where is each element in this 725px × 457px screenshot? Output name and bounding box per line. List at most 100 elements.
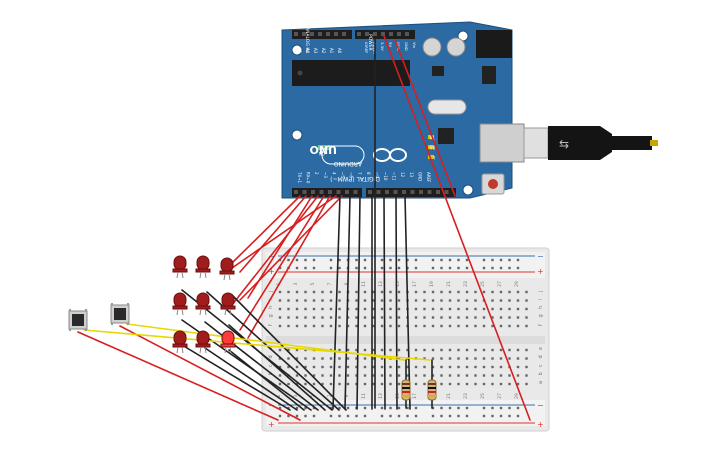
hole bbox=[295, 258, 299, 262]
hole bbox=[287, 316, 290, 319]
hole bbox=[516, 348, 520, 352]
hole bbox=[312, 324, 316, 328]
digital-pin-label: ~6 bbox=[349, 172, 354, 178]
hole bbox=[499, 365, 503, 369]
hole bbox=[312, 316, 316, 319]
hole bbox=[482, 290, 486, 294]
hole bbox=[389, 374, 392, 377]
pin bbox=[402, 190, 406, 194]
pushbutton-cap bbox=[114, 308, 126, 320]
hole bbox=[491, 324, 494, 328]
hole bbox=[423, 374, 426, 377]
hole bbox=[516, 258, 520, 262]
hole bbox=[389, 290, 392, 294]
hole bbox=[516, 307, 520, 311]
usb-icon: ⇆ bbox=[559, 137, 569, 151]
hole bbox=[295, 406, 299, 410]
hole bbox=[363, 382, 367, 386]
hole bbox=[499, 307, 503, 311]
hole bbox=[287, 324, 290, 328]
column-number: 19 bbox=[429, 281, 435, 287]
row-letter: g bbox=[268, 314, 274, 317]
pin bbox=[326, 32, 330, 36]
hole bbox=[457, 382, 460, 386]
hole bbox=[440, 374, 443, 377]
hole bbox=[346, 382, 350, 386]
hole bbox=[295, 307, 299, 311]
analog-pin-label: A1 bbox=[329, 48, 334, 54]
usb-cable bbox=[548, 126, 612, 160]
hole bbox=[380, 299, 384, 302]
analog-pin-label: A3 bbox=[313, 48, 318, 54]
hole bbox=[491, 406, 494, 410]
hole bbox=[287, 299, 290, 302]
hole bbox=[355, 299, 358, 302]
column-number: 25 bbox=[480, 281, 486, 287]
hole bbox=[482, 316, 486, 319]
arduino-uno-board[interactable]: ⇆ ARDUINO UNO DIGITAL (PWM~) ON L TX RX … bbox=[281, 21, 658, 199]
hole bbox=[346, 374, 350, 377]
hole bbox=[380, 316, 384, 319]
power-pin-label: Vin bbox=[412, 42, 417, 49]
hole bbox=[287, 258, 290, 262]
hole bbox=[338, 299, 341, 302]
hole bbox=[499, 348, 503, 352]
hole bbox=[278, 365, 282, 369]
hole bbox=[304, 316, 307, 319]
led-rim bbox=[172, 343, 188, 348]
hole bbox=[389, 348, 392, 352]
hole bbox=[508, 316, 511, 319]
hole bbox=[321, 307, 324, 311]
pin bbox=[381, 32, 385, 36]
hole bbox=[499, 374, 503, 377]
hole bbox=[414, 316, 418, 319]
analog-pin-label: A2 bbox=[321, 48, 326, 54]
hole bbox=[355, 290, 358, 294]
rail-minus-top-left: − bbox=[268, 252, 275, 261]
hole bbox=[397, 348, 401, 352]
hole bbox=[406, 258, 409, 262]
hole bbox=[321, 324, 324, 328]
hole bbox=[355, 266, 358, 270]
led-leg bbox=[229, 346, 232, 354]
hole bbox=[389, 414, 392, 418]
hole bbox=[431, 348, 435, 352]
hole bbox=[380, 258, 384, 262]
push-buttons bbox=[68, 303, 130, 331]
hole bbox=[457, 290, 460, 294]
wire-red bbox=[239, 195, 307, 273]
column-number: 21 bbox=[446, 281, 452, 287]
hole bbox=[508, 266, 511, 270]
hole bbox=[372, 382, 375, 386]
hole bbox=[465, 382, 469, 386]
hole bbox=[389, 316, 392, 319]
hole bbox=[508, 406, 511, 410]
hole bbox=[346, 414, 350, 418]
hole bbox=[414, 290, 418, 294]
wire-red bbox=[231, 195, 319, 306]
pin bbox=[353, 190, 358, 194]
hole bbox=[491, 290, 494, 294]
hole bbox=[363, 258, 367, 262]
hole bbox=[329, 357, 333, 360]
hole bbox=[406, 365, 409, 369]
hole bbox=[491, 382, 494, 386]
hole bbox=[397, 316, 401, 319]
hole bbox=[380, 307, 384, 311]
hole bbox=[321, 316, 324, 319]
hole bbox=[312, 382, 316, 386]
pin bbox=[294, 190, 298, 194]
hole bbox=[355, 357, 358, 360]
hole bbox=[346, 316, 350, 319]
hole bbox=[389, 365, 392, 369]
rail-plus-top-left: + bbox=[268, 267, 275, 276]
led-leg bbox=[204, 308, 207, 316]
hole bbox=[397, 382, 401, 386]
led-label-rx: RX bbox=[429, 145, 435, 150]
hole bbox=[304, 414, 307, 418]
hole bbox=[448, 374, 452, 377]
hole bbox=[474, 357, 477, 360]
hole bbox=[304, 307, 307, 311]
hole bbox=[355, 316, 358, 319]
pushbutton-cap bbox=[72, 314, 84, 326]
